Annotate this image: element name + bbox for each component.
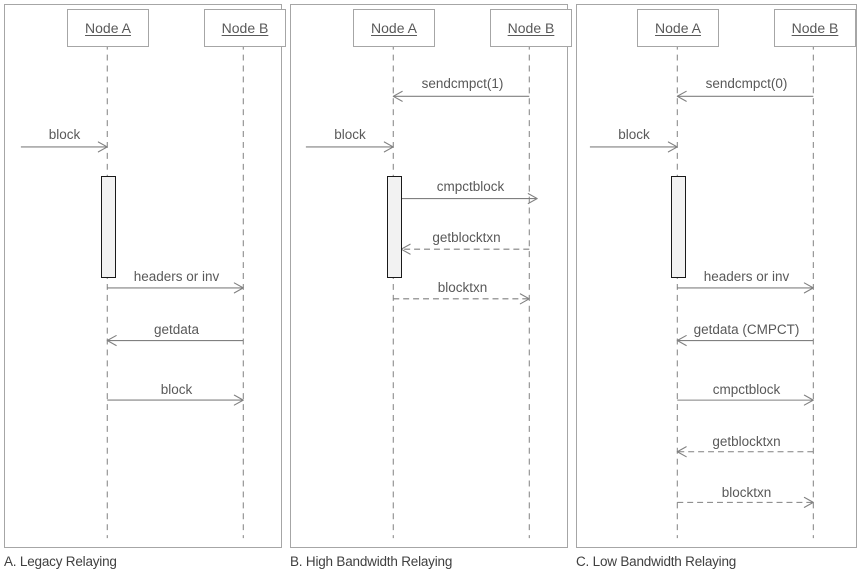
activation-bar xyxy=(101,176,116,278)
actor-box-node-b[interactable]: Node B xyxy=(774,9,856,47)
panel-b-canvas xyxy=(305,43,538,539)
arrowhead-icon xyxy=(519,293,530,305)
arrowhead-icon xyxy=(106,335,117,347)
panel-c-caption: C. Low Bandwidth Relaying xyxy=(576,554,737,569)
arrowhead-icon xyxy=(667,141,678,153)
actor-box-node-a[interactable]: Node A xyxy=(353,9,435,47)
message-label: getdata (CMPCT) xyxy=(693,322,800,338)
message-label: block xyxy=(160,382,193,398)
arrowhead-icon xyxy=(97,141,108,153)
message-label: getdata xyxy=(153,322,200,338)
message-label: headers or inv xyxy=(133,269,220,285)
panel-a-caption: A. Legacy Relaying xyxy=(4,554,117,569)
activation-bar xyxy=(387,176,402,278)
arrowhead-icon xyxy=(233,282,244,294)
actor-label: Node B xyxy=(221,20,269,36)
actor-box-node-a[interactable]: Node A xyxy=(67,9,149,47)
arrowhead-icon xyxy=(676,90,687,102)
activation-bar xyxy=(671,176,686,278)
arrowhead-icon xyxy=(527,193,538,205)
actor-label: Node A xyxy=(655,20,701,36)
actor-label: Node B xyxy=(791,20,839,36)
message-label: cmpctblock xyxy=(436,179,505,195)
message-label: getblocktxn xyxy=(432,230,501,246)
actor-label: Node B xyxy=(507,20,555,36)
actor-box-node-b[interactable]: Node B xyxy=(490,9,572,47)
actor-label: Node A xyxy=(85,20,131,36)
message-label: block xyxy=(618,127,650,143)
arrowhead-icon xyxy=(803,282,814,294)
arrowhead-icon xyxy=(803,394,814,406)
message-label: cmpctblock xyxy=(712,382,781,398)
message-label: sendcmpct(0) xyxy=(705,76,788,92)
arrowhead-icon xyxy=(383,141,394,153)
message-label: blocktxn xyxy=(721,485,772,501)
message-label: block xyxy=(334,127,366,143)
message-label: blocktxn xyxy=(437,280,488,296)
panel-a: Node A Node B block headers or inv getdata bl… xyxy=(4,4,286,548)
panel-c-canvas xyxy=(589,43,814,539)
actor-box-node-a[interactable]: Node A xyxy=(637,9,719,47)
panel-b: Node A Node B sendcmpct(1) block cmpctblock g… xyxy=(290,4,572,548)
actor-label: Node A xyxy=(371,20,417,36)
arrowhead-icon xyxy=(676,335,687,347)
message-label: headers or inv xyxy=(703,269,790,285)
message-label: sendcmpct(1) xyxy=(421,76,504,92)
arrowhead-icon xyxy=(676,446,687,458)
arrowhead-icon xyxy=(392,90,403,102)
message-label: block xyxy=(48,127,81,143)
arrowhead-icon xyxy=(233,394,244,406)
panel-b-caption: B. High Bandwidth Relaying xyxy=(290,554,453,569)
message-label: getblocktxn xyxy=(712,434,781,450)
panel-a-canvas xyxy=(20,43,244,539)
actor-box-node-b[interactable]: Node B xyxy=(204,9,286,47)
panel-c: Node A Node B sendcmpct(0) block headers or … xyxy=(576,4,857,548)
arrowhead-icon xyxy=(803,496,814,508)
